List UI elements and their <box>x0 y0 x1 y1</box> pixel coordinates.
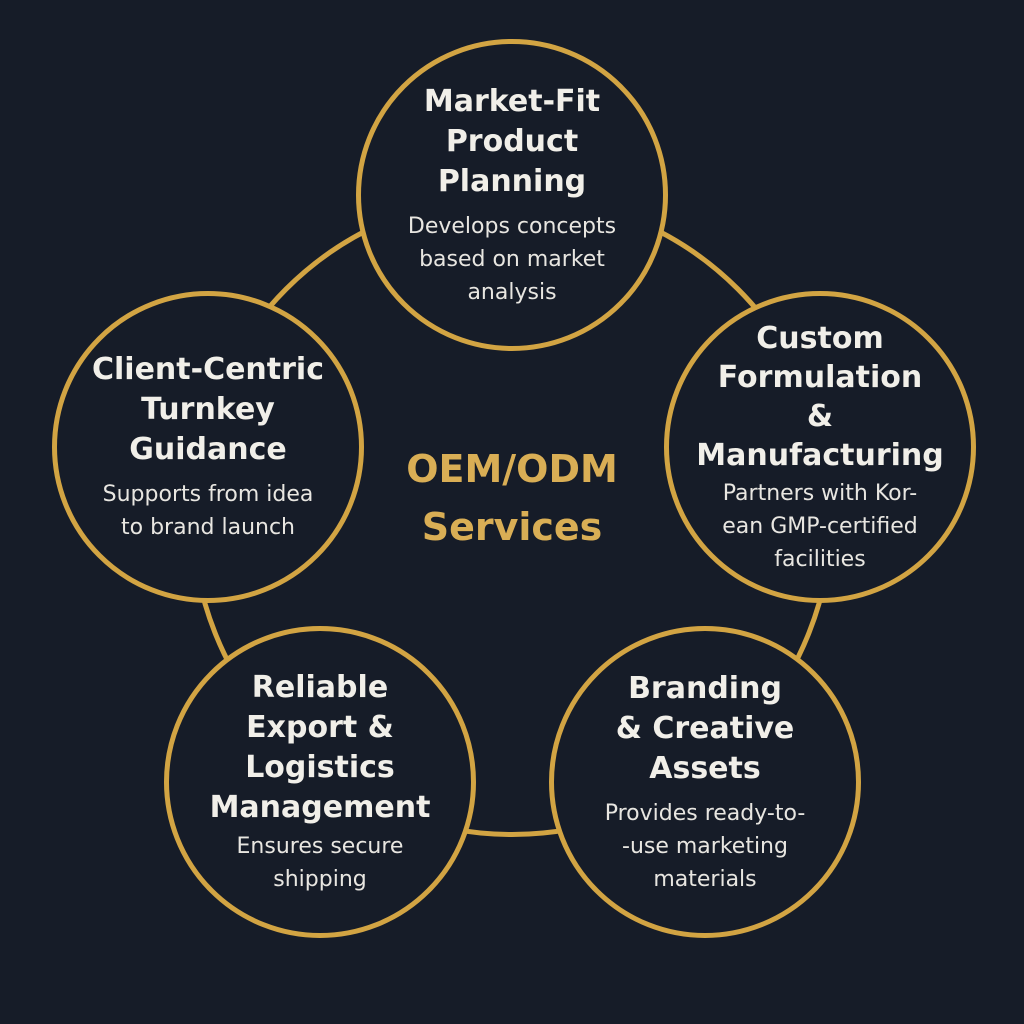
center-label: OEM/ODM Services <box>406 447 618 549</box>
node-title: Market-Fit Product Planning <box>423 83 601 199</box>
node-description: Supports from idea to brand launch <box>102 482 314 540</box>
node-turnkey-guidance: Client-Centric Turnkey Guidance Supports… <box>52 291 364 603</box>
node-market-fit-planning: Market-Fit Product Planning Develops con… <box>356 39 668 351</box>
node-title: Client-Centric Turnkey Guidance <box>91 352 324 467</box>
node-export-logistics: Reliable Export & Logistics Management E… <box>164 626 476 938</box>
node-description: Partners with Kor- ean GMP-certified fac… <box>722 480 918 572</box>
node-custom-formulation: Custom Formulation & Manufacturing Partn… <box>664 291 976 603</box>
node-description: Provides ready-to- -use marketing materi… <box>604 800 806 892</box>
node-title: Branding & Creative Assets <box>615 670 795 786</box>
node-title: Custom Formulation & Manufacturing <box>696 320 944 473</box>
node-description: Ensures secure shipping <box>236 834 404 892</box>
node-title: Reliable Export & Logistics Management <box>209 670 431 825</box>
node-description: Develops concepts based on market analys… <box>407 213 617 305</box>
node-branding-creative: Branding & Creative Assets Provides read… <box>549 626 861 938</box>
